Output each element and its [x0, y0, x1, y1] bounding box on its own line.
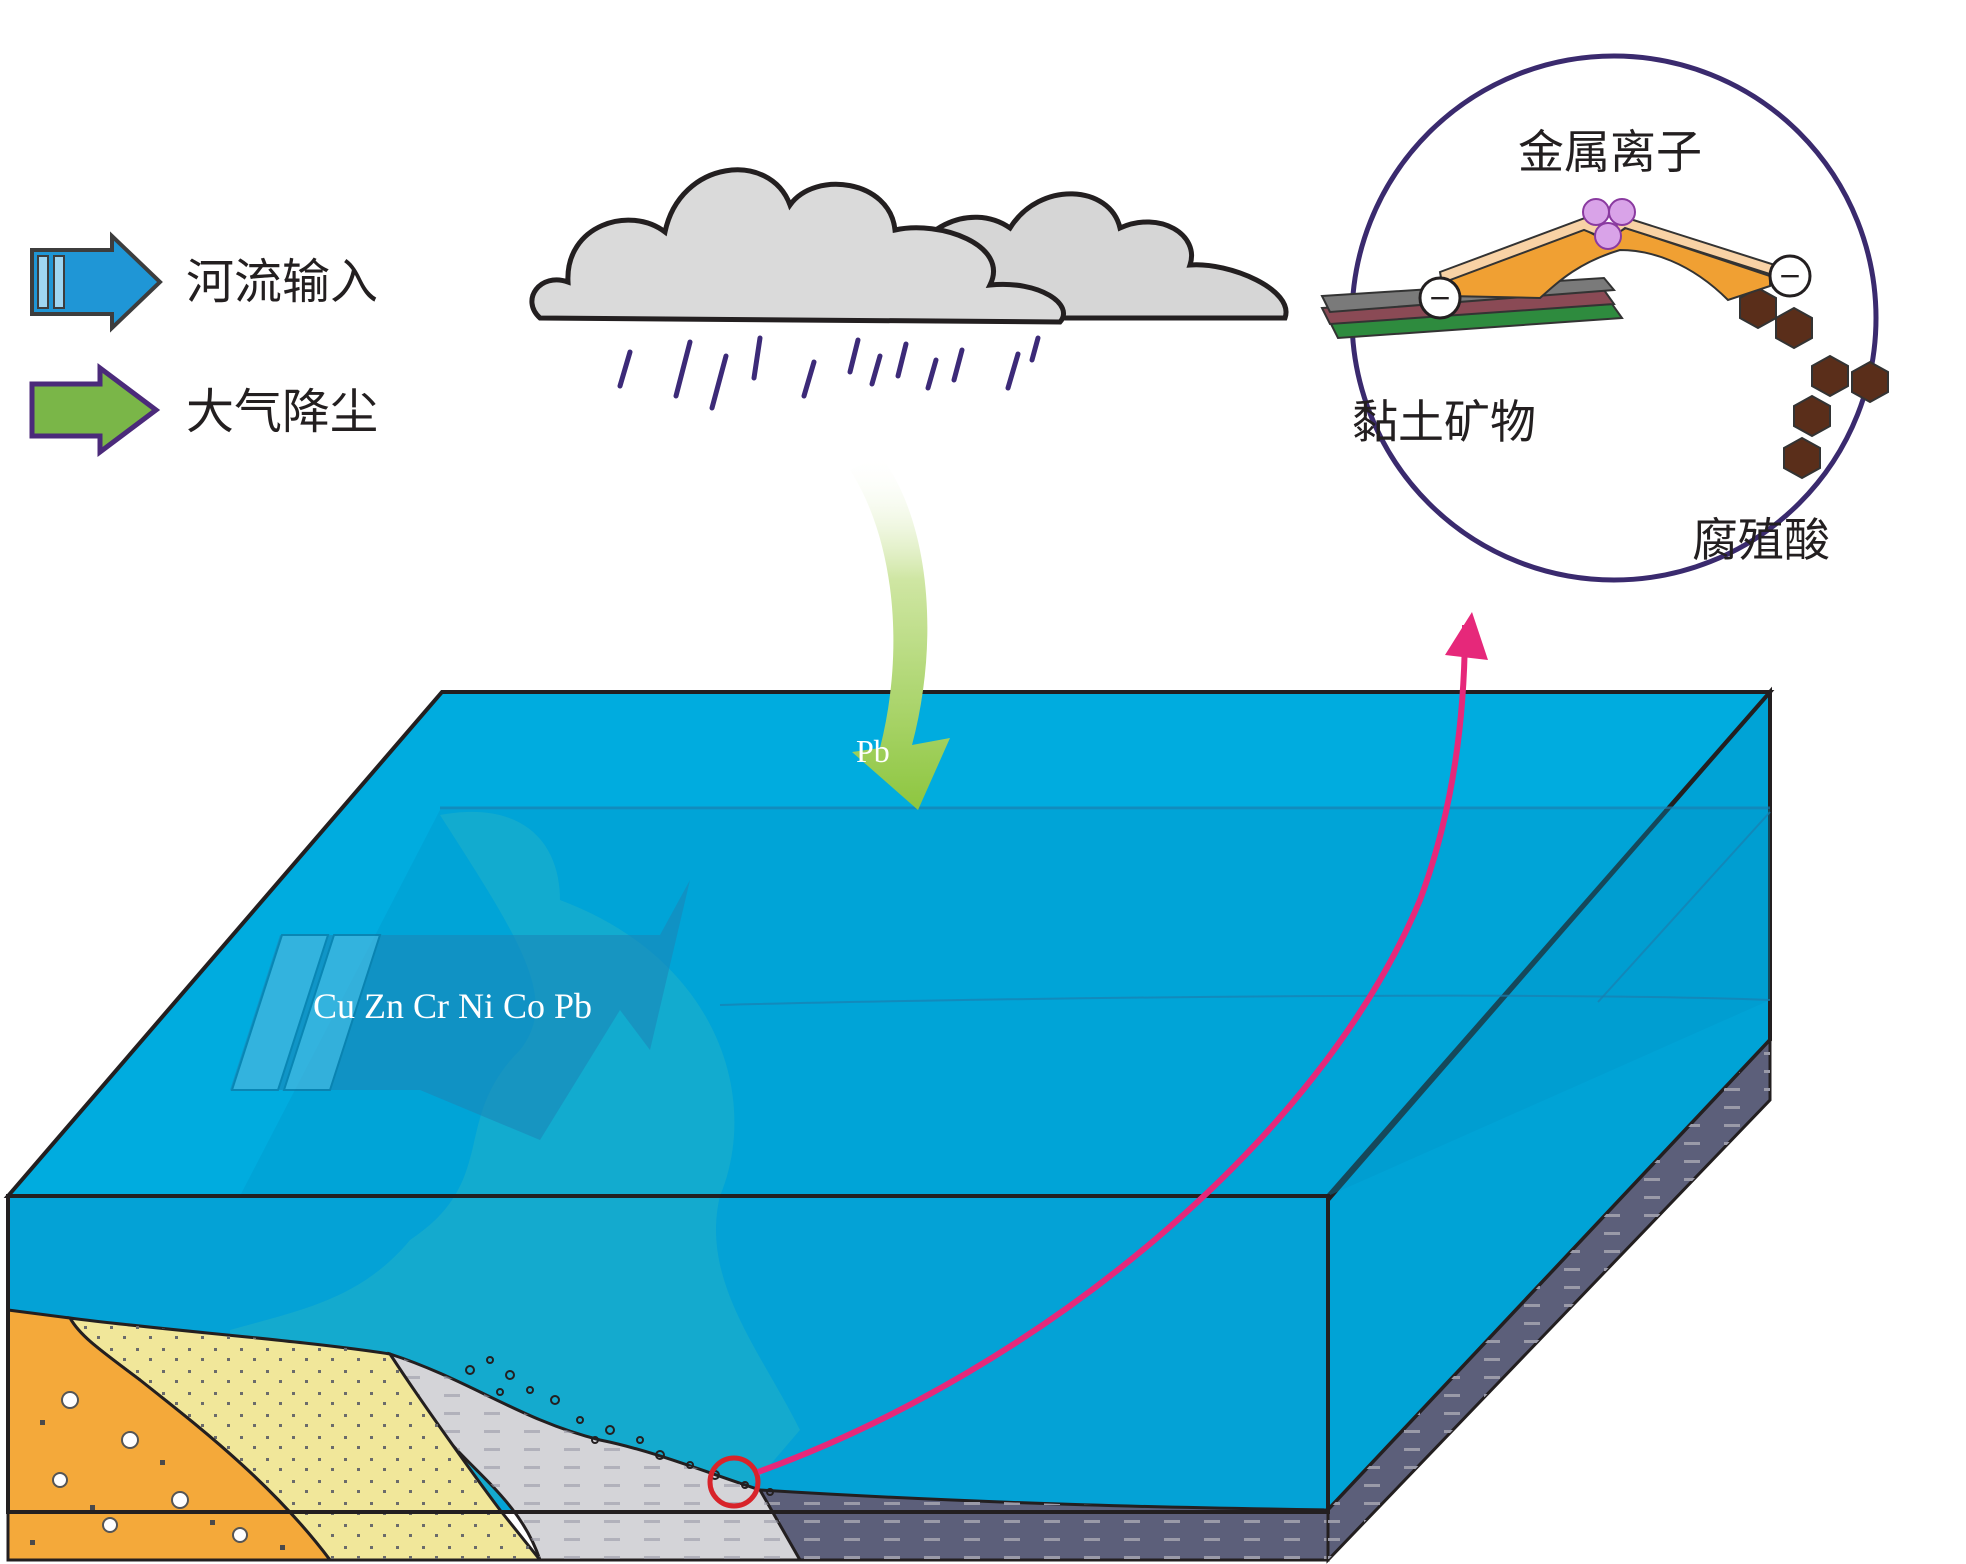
river-metals-label: Cu Zn Cr Ni Co Pb [313, 986, 592, 1026]
negative-charge-right-icon: − [1768, 254, 1812, 298]
water-body [3, 686, 1775, 1516]
river-input-legend-item: 河流输入 [30, 231, 378, 333]
humic-acid-molecule-icon [1739, 286, 1889, 480]
zoom-inset: − − 金属离子 黏土矿物 腐殖酸 [1320, 53, 1889, 583]
rain-cloud [529, 167, 1289, 411]
river-input-label: 河流输入 [186, 254, 378, 310]
atmospheric-dust-arrow-icon [29, 363, 161, 457]
negative-charge-left-icon: − [1418, 276, 1462, 320]
metal-ions-label: 金属离子 [1518, 125, 1702, 179]
river-input-arrow-icon [30, 231, 163, 333]
clay-mineral-label: 黏土矿物 [1352, 395, 1536, 449]
negative-charge-right-symbol: − [1778, 259, 1801, 292]
rain-drops [617, 335, 1041, 411]
sediment-cross-section [6, 1036, 1772, 1564]
pb-deposit-label: Pb [856, 733, 890, 769]
sampling-point-marker [707, 1455, 761, 1509]
river-input-arrow [230, 880, 690, 1140]
negative-charge-left-symbol: − [1428, 281, 1451, 314]
humic-acid-label: 腐殖酸 [1692, 513, 1830, 567]
magnify-connector-arrow [756, 612, 1488, 1475]
cloud-icon [529, 167, 1289, 325]
metal-ion-cluster-icon [1582, 198, 1636, 250]
atmospheric-dust-legend-item: 大气降尘 [29, 363, 378, 457]
atmospheric-dust-label: 大气降尘 [186, 384, 378, 440]
legend: 河流输入 大气降尘 [29, 231, 378, 457]
atmospheric-deposition-arrow [850, 455, 950, 810]
